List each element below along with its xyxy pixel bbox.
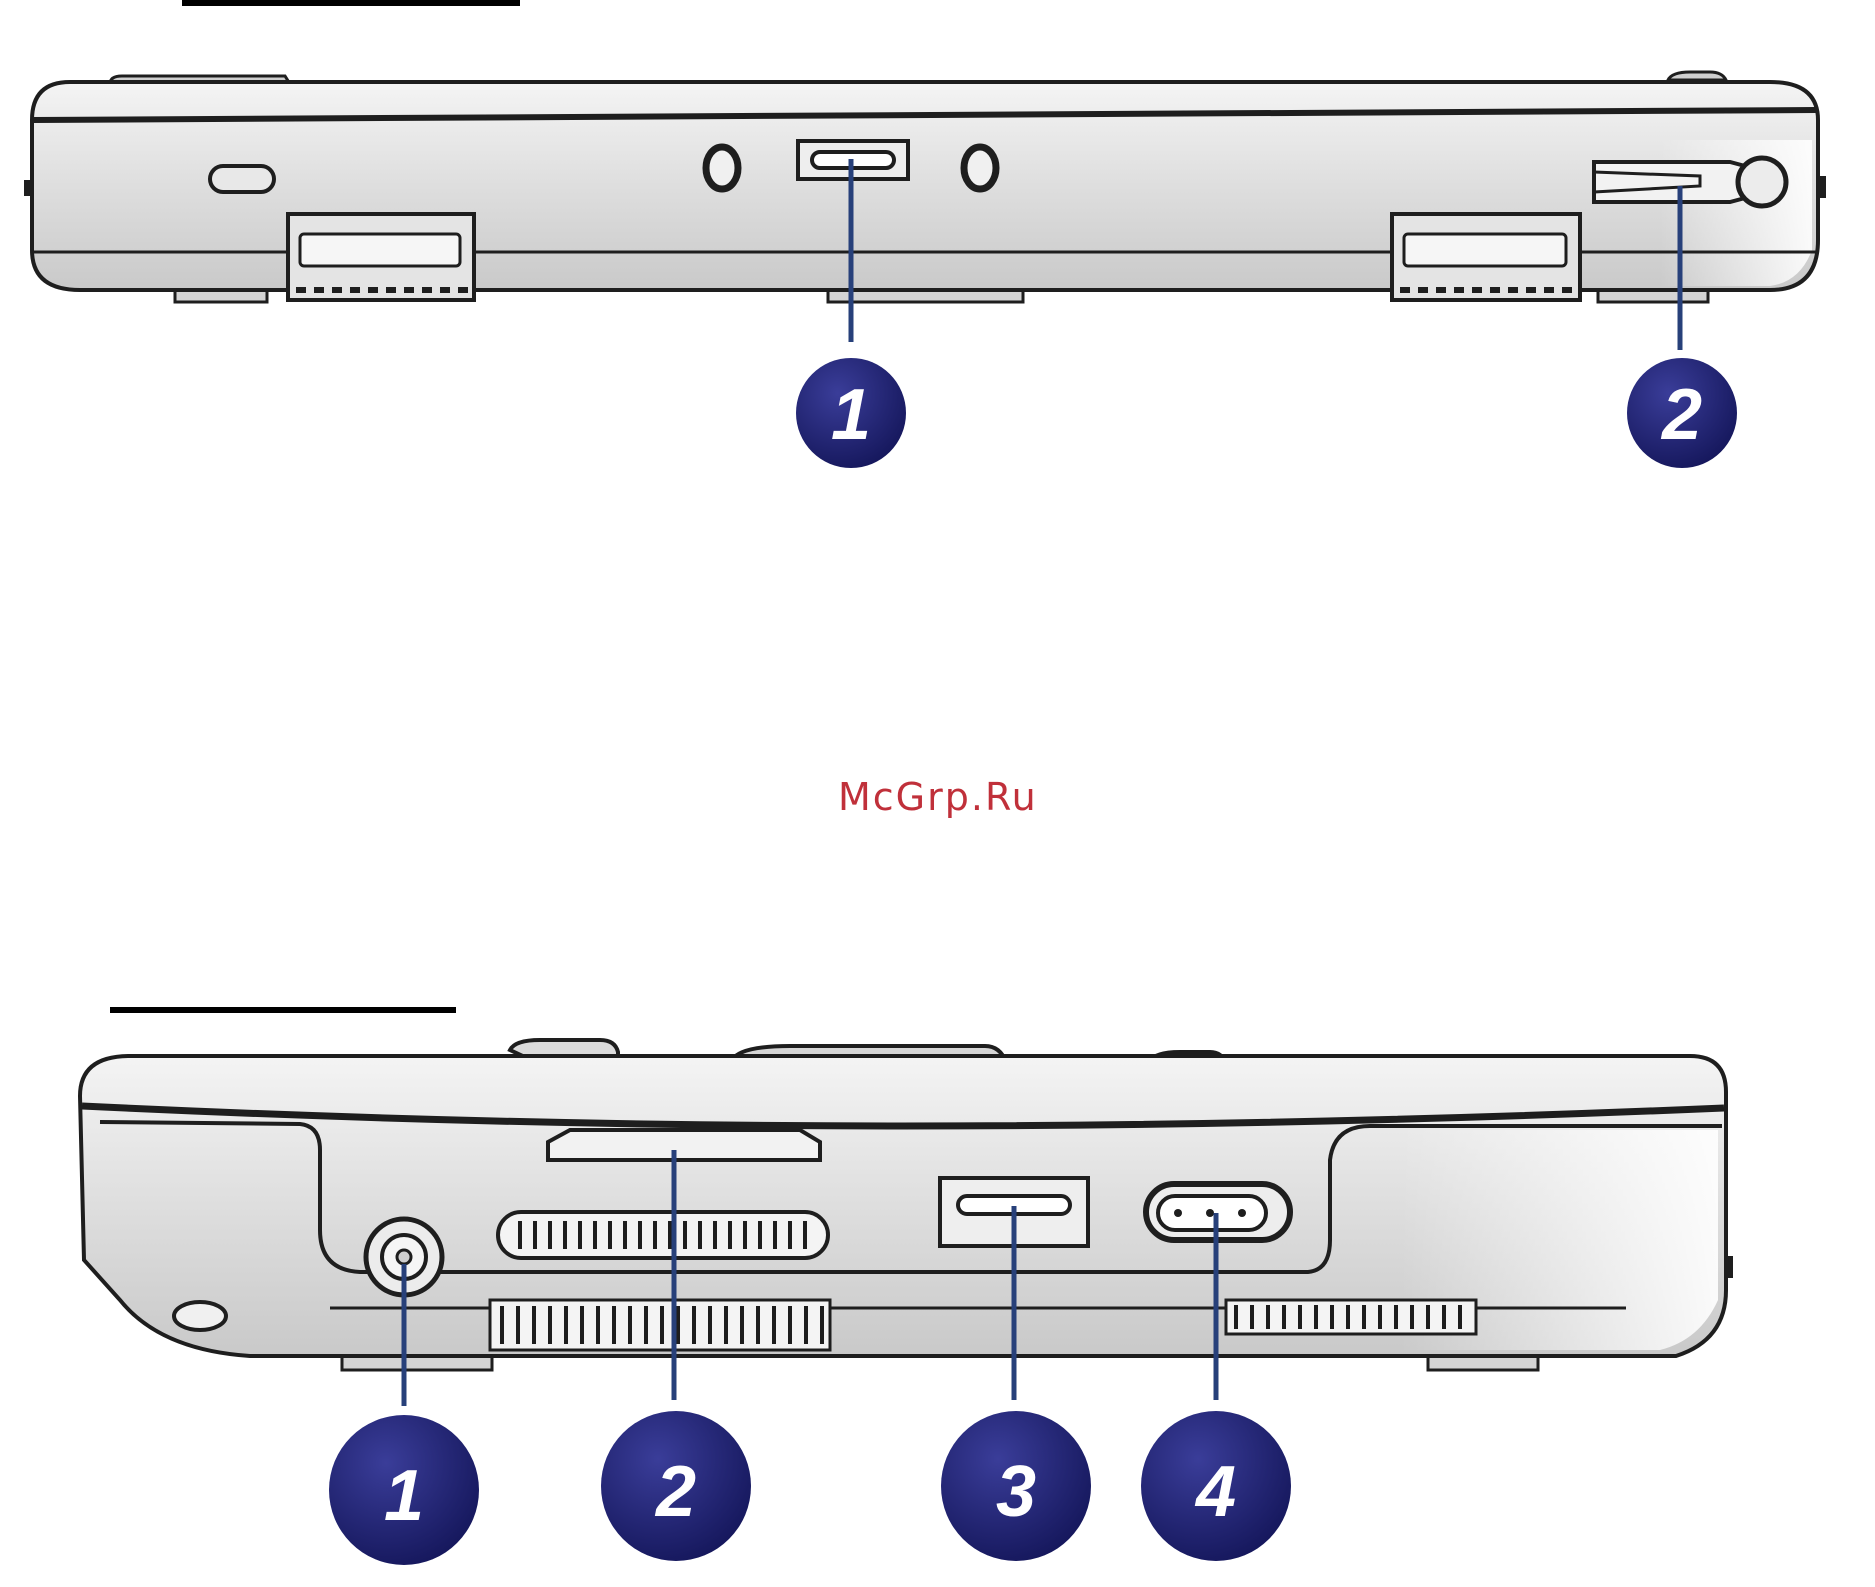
callout-badge-1-bottom: 1 [329,1415,479,1565]
callout-badge-3-bottom: 3 [941,1411,1091,1561]
callout-number: 3 [996,1452,1036,1532]
vent-grille-lower-left [490,1300,830,1350]
side-nub-right [1818,176,1826,198]
top-bump-right [1668,72,1726,80]
vent-left [288,214,474,300]
callout-badge-4-bottom: 4 [1141,1411,1291,1561]
callout-number: 1 [831,375,871,455]
lanyard-hole [174,1302,226,1330]
top-view: 1 2 [24,0,1826,468]
vent-right [1392,214,1580,300]
side-nub-left [24,180,32,196]
callout-number: 4 [1194,1452,1236,1532]
watermark-text: McGrp.Ru [838,775,1038,819]
vent-grille-lower-right [1226,1300,1476,1334]
screw-left [706,147,738,189]
callout-badge-2-bottom: 2 [601,1411,751,1561]
stylus-slot [1594,158,1786,206]
led-indicator [210,166,274,192]
card-reader-slot [548,1130,820,1160]
callout-number: 1 [384,1456,424,1536]
callout-badge-1-top: 1 [796,358,906,468]
section-underline-top [182,0,520,6]
bottom-view: 1 2 3 4 [80,1007,1733,1565]
vent-grille-upper [498,1212,828,1258]
callout-badge-2-top: 2 [1627,358,1737,468]
side-nub-bottom-right [1726,1256,1733,1278]
screw-right [964,147,996,189]
callout-number: 2 [654,1452,696,1532]
section-underline-bottom [110,1007,456,1013]
callout-number: 2 [1660,375,1702,455]
